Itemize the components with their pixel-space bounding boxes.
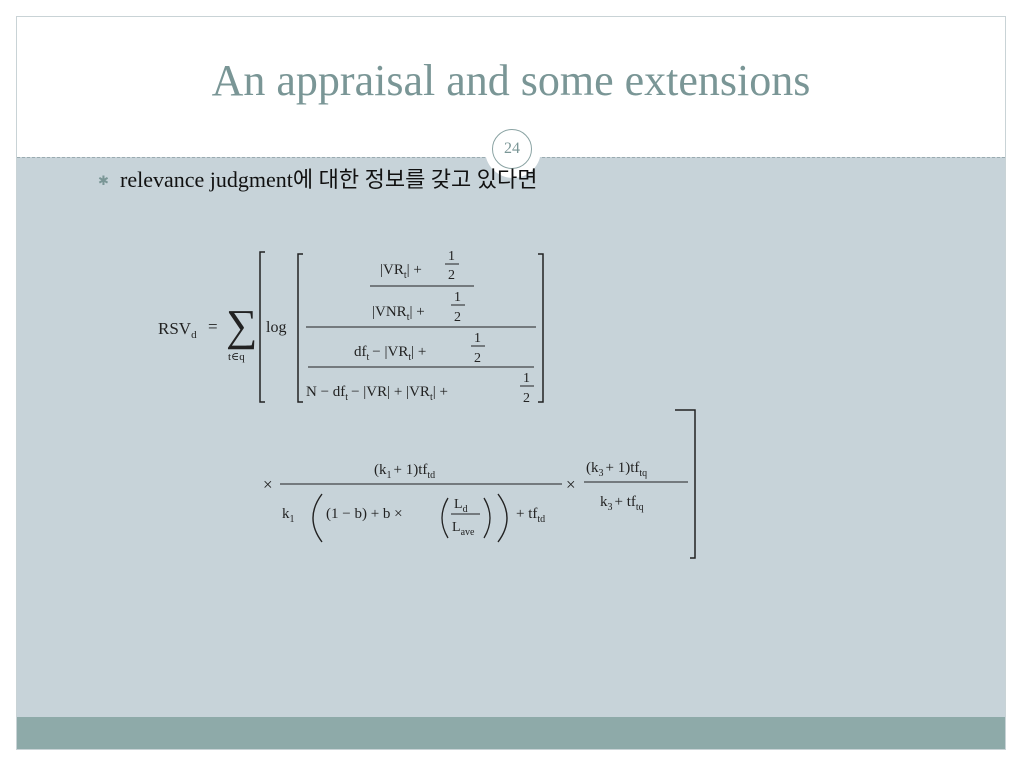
denominator-bottom: N − dft− |VR| + |VRt| +: [306, 384, 448, 403]
ratio-left-paren: [441, 497, 449, 539]
bm25-numerator: (k1+ 1)tftd: [374, 462, 435, 481]
half-2-bot: 2: [454, 310, 461, 325]
outer-right-bracket: [675, 409, 696, 559]
numerator-top: |VRt| +: [380, 262, 422, 281]
page-number-badge: 24: [486, 123, 540, 177]
numerator-bottom: |VNRt| +: [372, 304, 425, 323]
sum-subscript: t∈q: [228, 351, 245, 363]
ld-term: Ld: [454, 497, 468, 515]
log-label: log: [266, 319, 286, 336]
ratio-right-paren: [483, 497, 491, 539]
half-3-bot: 2: [474, 351, 481, 366]
inner-right-bracket: [538, 253, 544, 403]
bm25-denominator-tail: + tftd: [516, 506, 545, 525]
equals-sign: =: [208, 317, 218, 336]
rsv-formula: RSVd = ∑ t∈q log |VRt| + 1 2 |VNRt| + 1 …: [158, 249, 696, 559]
outer-left-bracket: [259, 251, 265, 403]
query-numerator: (k3+ 1)tftq: [586, 460, 647, 479]
bullet-item: ✱ relevance judgment에 대한 정보를 갖고 있다면: [98, 162, 538, 194]
half-3-top: 1: [474, 331, 481, 346]
half-2-top: 1: [454, 290, 461, 305]
big-left-paren: [312, 493, 323, 543]
half-4-bot: 2: [523, 391, 530, 406]
slide-frame: An appraisal and some extensions 24: [16, 16, 1006, 750]
half-4-top: 1: [523, 371, 530, 386]
lave-term: Lave: [452, 520, 475, 538]
query-denominator: k3+ tftq: [600, 494, 644, 513]
times-sign-1: ×: [263, 475, 273, 494]
content-area: [17, 157, 1005, 718]
bullet-star-icon: ✱: [98, 173, 109, 188]
denominator-top: dft− |VRt| +: [354, 344, 426, 363]
big-right-paren: [497, 493, 508, 543]
times-sign-2: ×: [566, 475, 576, 494]
half-1-top: 1: [448, 249, 455, 264]
bullet-text: relevance judgment에 대한 정보를 갖고 있다면: [120, 167, 538, 192]
slide-title: An appraisal and some extensions: [211, 56, 811, 105]
bm25-denominator-k1: k1: [282, 506, 295, 525]
bm25-denominator-mid: (1 − b) + b ×: [326, 506, 403, 522]
half-1-bot: 2: [448, 268, 455, 283]
rsv-label: RSVd: [158, 319, 197, 341]
sum-symbol: ∑: [226, 301, 257, 350]
inner-left-bracket: [297, 253, 303, 403]
footer-band: [17, 717, 1005, 749]
page-number: 24: [492, 129, 532, 169]
